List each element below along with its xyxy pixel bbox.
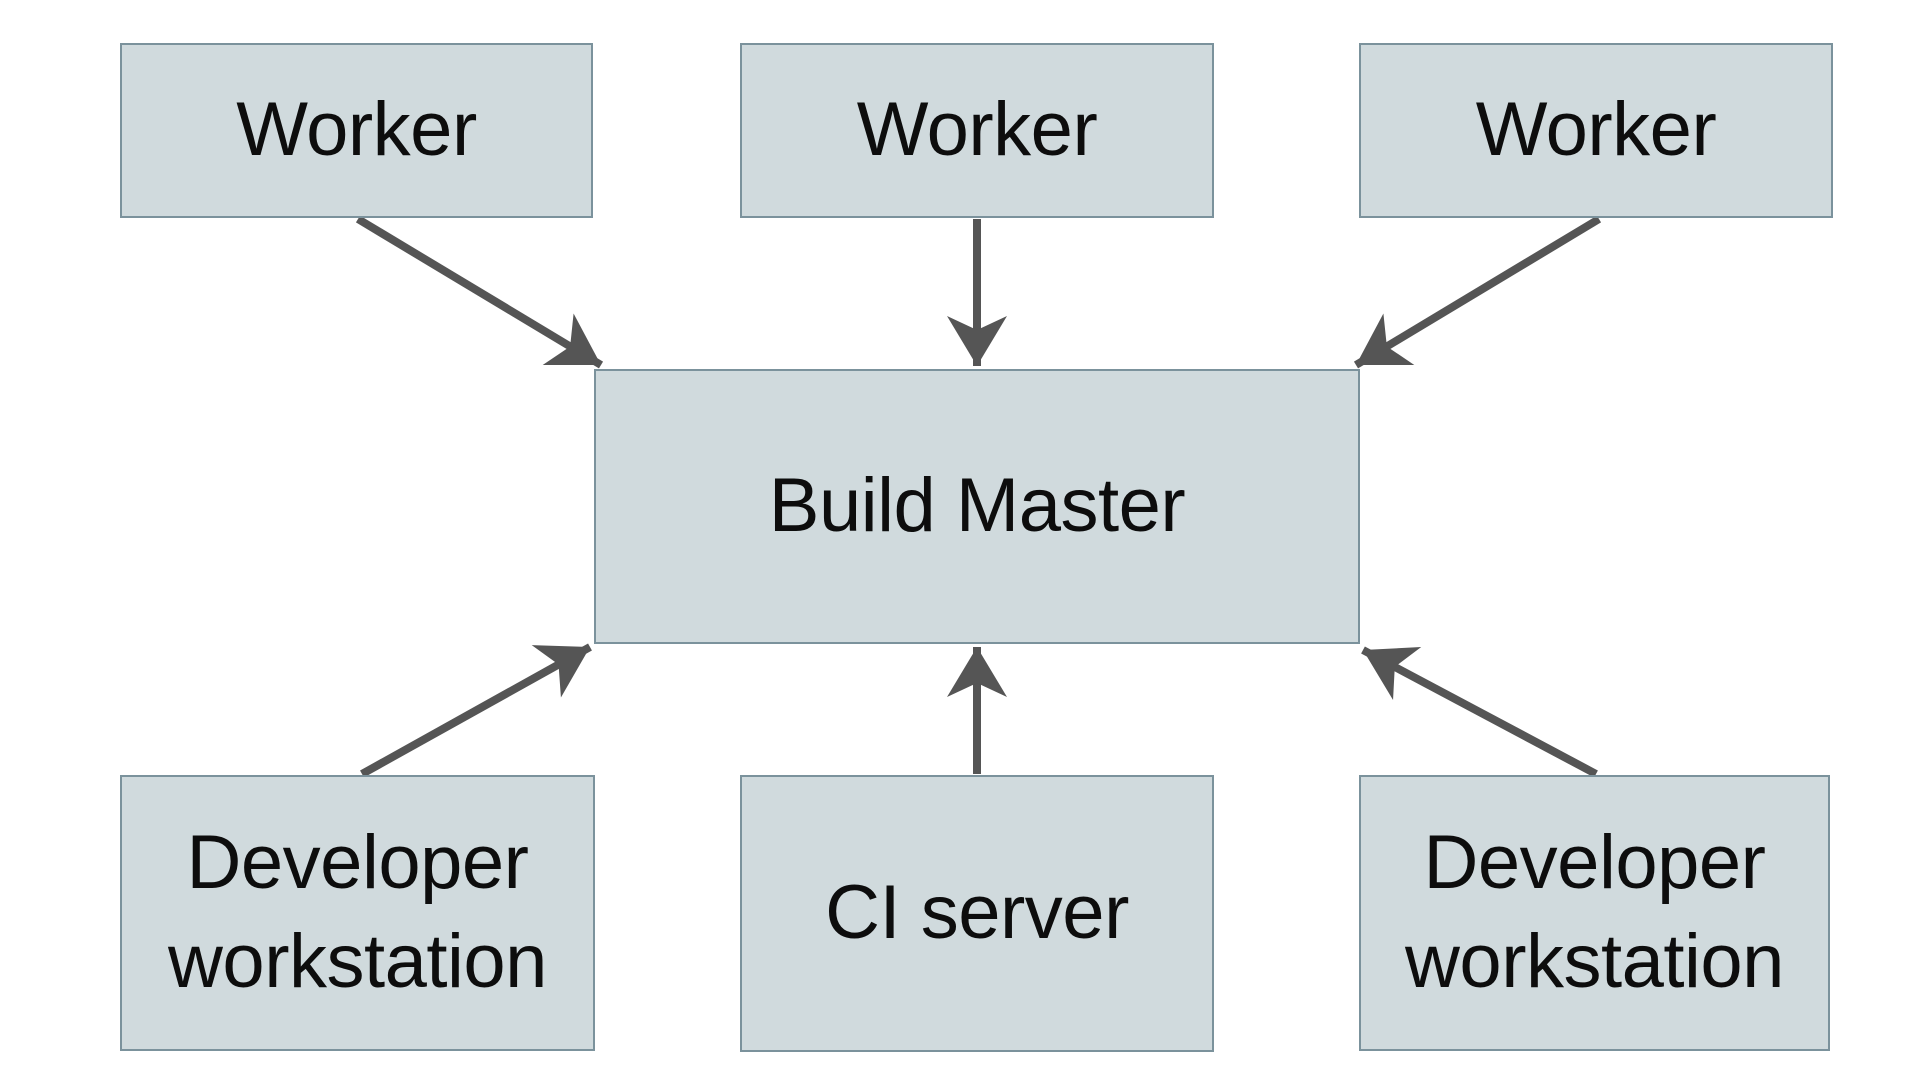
arrow-worker-1-to-build-master — [355, 215, 604, 369]
node-label: Worker — [236, 87, 477, 173]
node-developer-workstation-2: Developer workstation — [1359, 775, 1830, 1051]
node-label: CI server — [825, 870, 1129, 956]
node-developer-workstation-1: Developer workstation — [120, 775, 595, 1051]
node-worker-3: Worker — [1359, 43, 1833, 218]
arrow-dev-workstation-1-to-build-master — [360, 643, 592, 778]
node-build-master: Build Master — [594, 369, 1360, 644]
node-ci-server: CI server — [740, 775, 1214, 1052]
node-worker-2: Worker — [740, 43, 1214, 218]
arrow-dev-workstation-2-to-build-master — [1361, 646, 1598, 778]
node-worker-1: Worker — [120, 43, 593, 218]
node-label: Build Master — [768, 463, 1186, 549]
node-label: Worker — [856, 87, 1098, 173]
node-label: Developer workstation — [1405, 820, 1784, 1004]
node-label: Worker — [1475, 87, 1717, 173]
node-label: Developer workstation — [168, 820, 547, 1004]
arrow-worker-3-to-build-master — [1353, 215, 1602, 369]
